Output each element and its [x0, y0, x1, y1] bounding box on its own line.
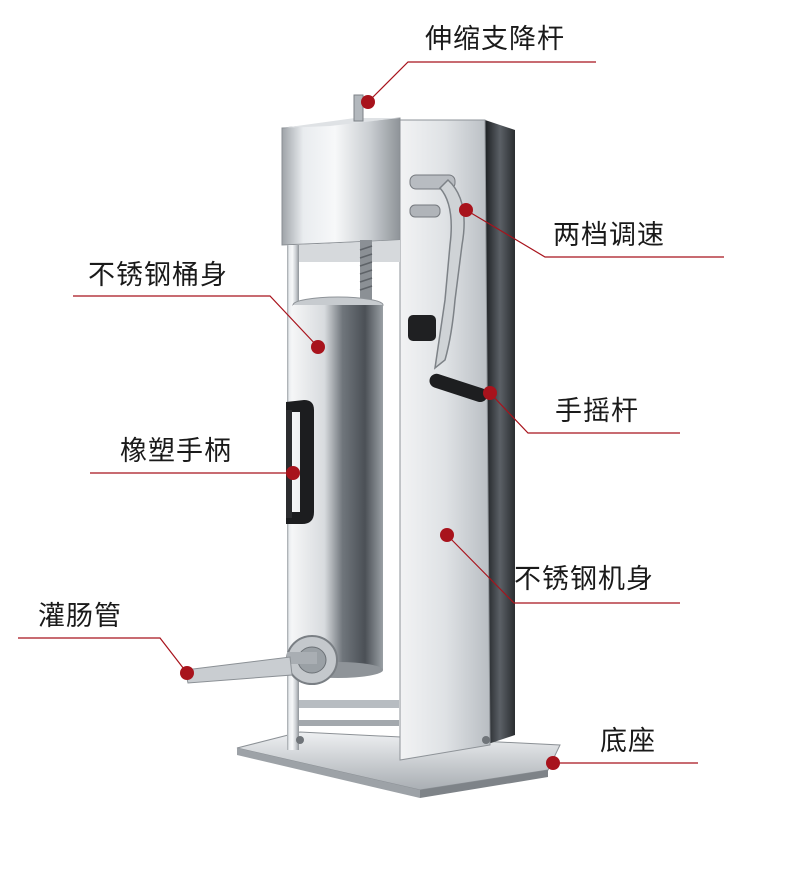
callout-dot: [311, 340, 325, 354]
callout-dot: [286, 466, 300, 480]
callout-dot: [459, 203, 473, 217]
callout-dot: [483, 386, 497, 400]
callout-label-crank-handle: 手摇杆: [555, 396, 639, 427]
callout-label-rubber-handle: 橡塑手柄: [120, 436, 232, 467]
callout-label-barrel-body: 不锈钢桶身: [88, 260, 228, 291]
callout-dot: [440, 528, 454, 542]
callout-label-two-speed: 两档调速: [553, 220, 665, 251]
callout-label-telescopic-rod: 伸缩支降杆: [425, 24, 565, 55]
callout-label-filling-tube: 灌肠管: [38, 601, 122, 632]
callout-label-machine-body: 不锈钢机身: [514, 564, 654, 595]
callout-dot: [361, 95, 375, 109]
callout-dot: [546, 756, 560, 770]
callout-dot: [180, 666, 194, 680]
callout-label-base: 底座: [600, 726, 656, 757]
